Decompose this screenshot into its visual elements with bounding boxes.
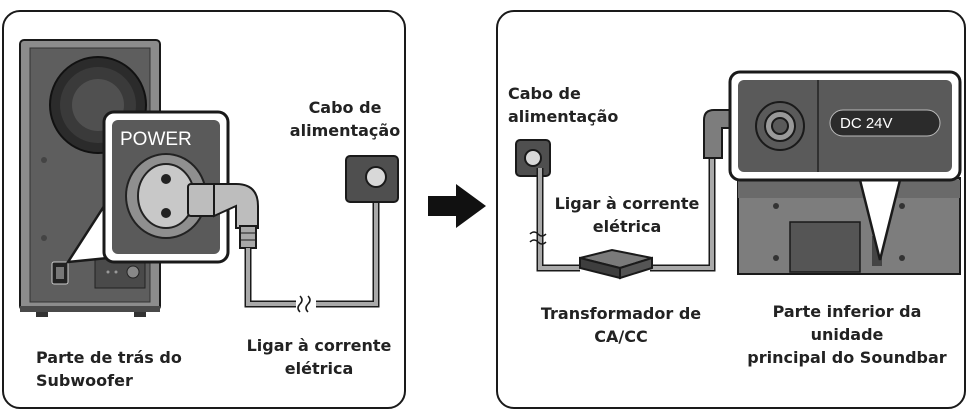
right-power-cable-fill — [538, 158, 714, 270]
next-step-arrow-icon — [428, 184, 486, 228]
right-outlet-label-line1: Ligar à corrente — [554, 194, 700, 213]
adapter-label-line1: Transformador de — [540, 304, 702, 323]
left-outlet-label-line2: elétrica — [284, 359, 354, 378]
adapter-label-line2: CA/CC — [594, 327, 648, 346]
left-cable-label-line2: alimentação — [289, 121, 401, 140]
right-cable-label-line1: Cabo de — [508, 84, 581, 103]
right-cable-label: Cabo de alimentação — [508, 82, 638, 128]
adapter-label: Transformador de CA/CC — [536, 302, 706, 348]
left-outlet-label-line1: Ligar à corrente — [246, 336, 392, 355]
power-label: POWER — [120, 129, 192, 150]
left-cable-label-line1: Cabo de — [308, 98, 382, 117]
wall-outlet-left — [345, 155, 399, 203]
left-cable-label: Cabo de alimentação — [280, 96, 410, 142]
dc-socket-callout — [728, 70, 962, 261]
left-power-cable-fill — [246, 186, 378, 306]
soundbar-label: Parte inferior da unidade principal do S… — [734, 300, 960, 369]
subwoofer-power-plug — [187, 183, 259, 249]
soundbar-label-line1: Parte inferior da unidade — [772, 302, 922, 344]
cable-break-icon — [297, 295, 311, 313]
subwoofer-label-line1: Parte de trás do — [36, 348, 182, 367]
cable-break-icon-right — [529, 231, 547, 245]
soundbar-label-line2: principal do Soundbar — [747, 348, 947, 367]
ac-dc-adapter — [579, 248, 653, 280]
soundbar-bottom — [737, 177, 961, 275]
right-cable-label-line2: alimentação — [508, 107, 619, 126]
dc-voltage-label: DC 24V — [840, 115, 893, 132]
subwoofer-label: Parte de trás do Subwoofer — [36, 346, 196, 392]
wall-outlet-right — [515, 139, 551, 177]
left-outlet-label: Ligar à corrente elétrica — [244, 334, 394, 380]
subwoofer-label-line2: Subwoofer — [36, 371, 133, 390]
right-outlet-label-line2: elétrica — [592, 217, 662, 236]
right-outlet-label: Ligar à corrente elétrica — [552, 192, 702, 238]
left-power-cable — [244, 186, 380, 308]
